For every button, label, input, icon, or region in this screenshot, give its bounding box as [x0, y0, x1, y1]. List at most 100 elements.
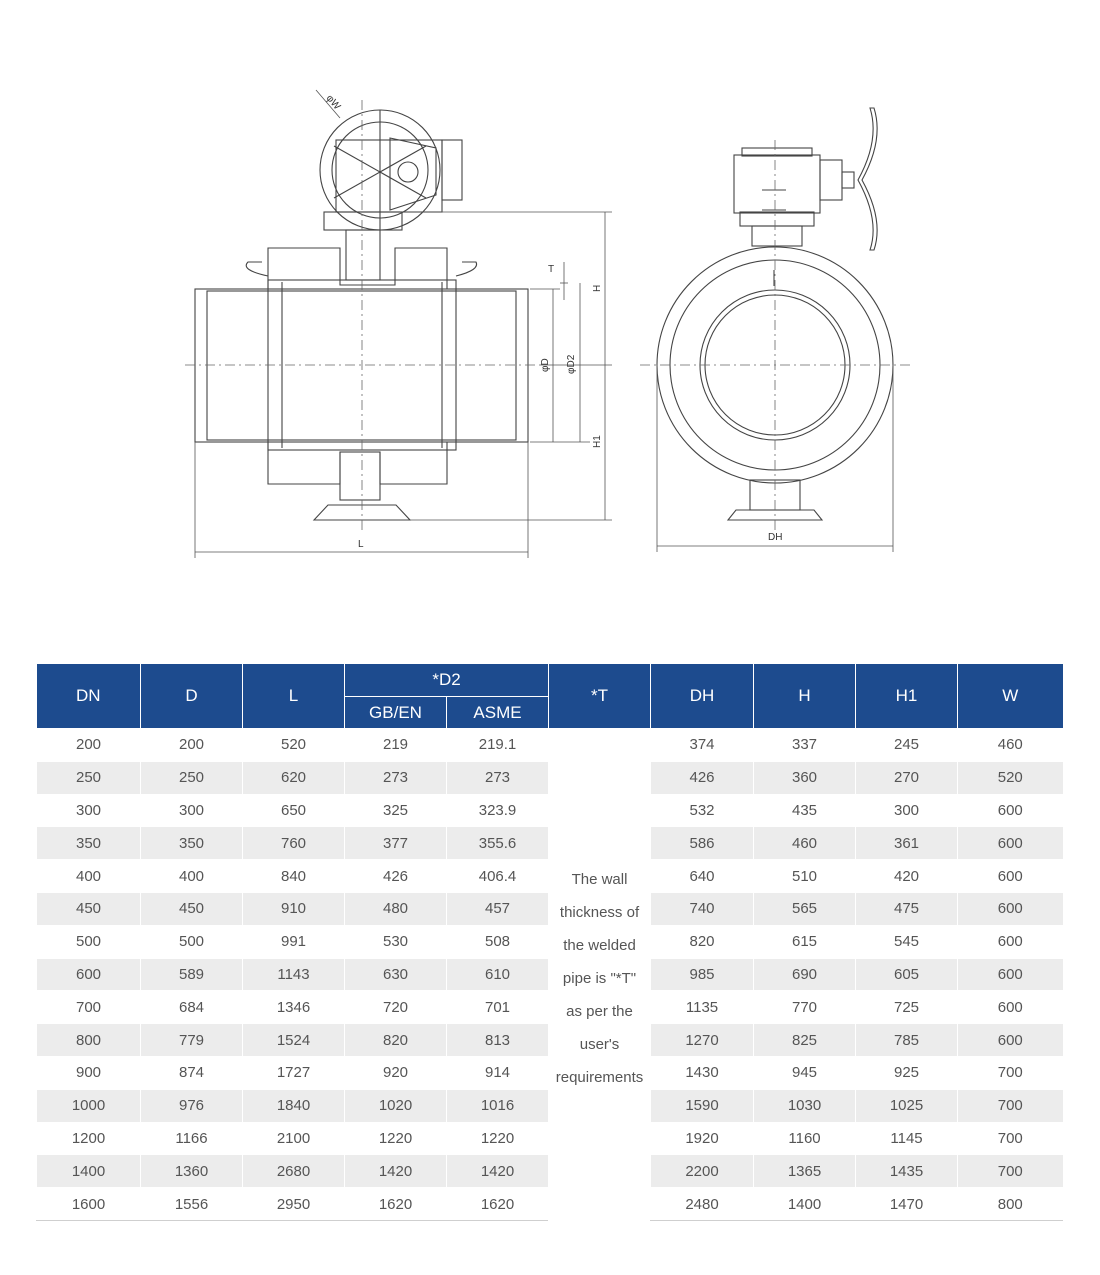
- table-cell: 2100: [242, 1121, 345, 1155]
- label-w: φW: [324, 93, 343, 113]
- table-cell: 1620: [445, 1187, 549, 1221]
- table-cell: 1000: [36, 1088, 141, 1123]
- table-cell: 1143: [242, 957, 345, 991]
- table-cell: 1346: [242, 990, 345, 1024]
- table-cell: 600: [957, 990, 1063, 1024]
- front-dimensions: [194, 89, 612, 558]
- header-t: *T: [548, 664, 652, 729]
- table-cell: 1020: [344, 1088, 447, 1123]
- header-l: L: [242, 664, 345, 729]
- table-cell: 565: [753, 891, 856, 926]
- table-cell: 400: [140, 859, 243, 893]
- table-cell: 530: [344, 924, 447, 959]
- table-cell: 700: [957, 1088, 1063, 1123]
- table-cell: 840: [242, 859, 345, 893]
- table-cell: 545: [855, 924, 958, 959]
- technical-drawing: φW T H φD φD2 H1 L DH: [185, 89, 912, 558]
- table-cell: 245: [855, 728, 958, 762]
- table-cell: 945: [753, 1055, 856, 1090]
- note-line: user's: [579, 1036, 620, 1054]
- table-cell: 520: [957, 760, 1063, 795]
- table-cell: 219: [344, 728, 447, 762]
- table-cell: 1524: [242, 1023, 345, 1057]
- table-cell: 460: [957, 728, 1063, 762]
- table-cell: 532: [650, 793, 754, 827]
- table-cell: 900: [36, 1055, 141, 1090]
- table-cell: 200: [140, 728, 243, 762]
- table-cell: 630: [344, 957, 447, 991]
- table-cell: 1400: [36, 1154, 141, 1188]
- table-cell: 400: [36, 859, 141, 893]
- table-cell: 350: [140, 826, 243, 860]
- table-cell: 1166: [140, 1121, 243, 1155]
- table-cell: 1620: [344, 1187, 447, 1221]
- table-cell: 1220: [344, 1121, 447, 1155]
- table-cell: 1400: [753, 1187, 856, 1221]
- note-line: The wall: [571, 871, 628, 889]
- table-cell: 600: [957, 1023, 1063, 1057]
- table-cell: 600: [957, 793, 1063, 827]
- note-line: pipe is "*T": [562, 970, 637, 988]
- table-cell: 976: [140, 1088, 243, 1123]
- table-cell: 1435: [855, 1154, 958, 1188]
- label-h1: H1: [592, 435, 603, 448]
- table-cell: 600: [957, 924, 1063, 959]
- table-cell: 640: [650, 859, 754, 893]
- table-cell: 450: [140, 891, 243, 926]
- table-cell: 991: [242, 924, 345, 959]
- table-cell: 1600: [36, 1187, 141, 1221]
- table-cell: 1920: [650, 1121, 754, 1155]
- table-cell: 508: [445, 924, 549, 959]
- label-t: T: [548, 264, 554, 275]
- header-asme: ASME: [445, 696, 550, 729]
- table-cell: 520: [242, 728, 345, 762]
- table-cell: 250: [36, 760, 141, 795]
- front-view: [194, 109, 529, 521]
- table-cell: 510: [753, 859, 856, 893]
- table-cell: 650: [242, 793, 345, 827]
- table-cell: 760: [242, 826, 345, 860]
- table-cell: 2200: [650, 1154, 754, 1188]
- table-cell: 219.1: [445, 728, 549, 762]
- header-dn: DN: [36, 664, 141, 729]
- side-dimensions: [656, 365, 894, 552]
- table-cell: 820: [344, 1023, 447, 1057]
- table-cell: 426: [650, 760, 754, 795]
- table-cell: 406.4: [445, 859, 549, 893]
- table-cell: 605: [855, 957, 958, 991]
- table-cell: 770: [753, 990, 856, 1024]
- table-cell: 825: [753, 1023, 856, 1057]
- table-cell: 460: [753, 826, 856, 860]
- valve-drawing-svg: φW T H φD φD2 H1 L DH: [185, 89, 912, 558]
- table-cell: 820: [650, 924, 754, 959]
- header-w: W: [957, 664, 1063, 729]
- table-cell: 2680: [242, 1154, 345, 1188]
- table-cell: 700: [957, 1121, 1063, 1155]
- table-cell: 690: [753, 957, 856, 991]
- table-cell: 589: [140, 957, 243, 991]
- header-dh: DH: [650, 664, 755, 729]
- table-cell: 600: [957, 826, 1063, 860]
- table-cell: 1470: [855, 1187, 958, 1221]
- table-cell: 500: [140, 924, 243, 959]
- table-cell: 273: [445, 760, 549, 795]
- table-cell: 1200: [36, 1121, 141, 1155]
- table-cell: 586: [650, 826, 754, 860]
- table-cell: 1420: [445, 1154, 549, 1188]
- table-cell: 361: [855, 826, 958, 860]
- note-line: thickness of: [559, 904, 640, 922]
- table-cell: 600: [957, 859, 1063, 893]
- note-line: requirements: [555, 1069, 644, 1087]
- table-cell: 914: [445, 1055, 549, 1090]
- table-cell: 725: [855, 990, 958, 1024]
- table-cell: 684: [140, 990, 243, 1024]
